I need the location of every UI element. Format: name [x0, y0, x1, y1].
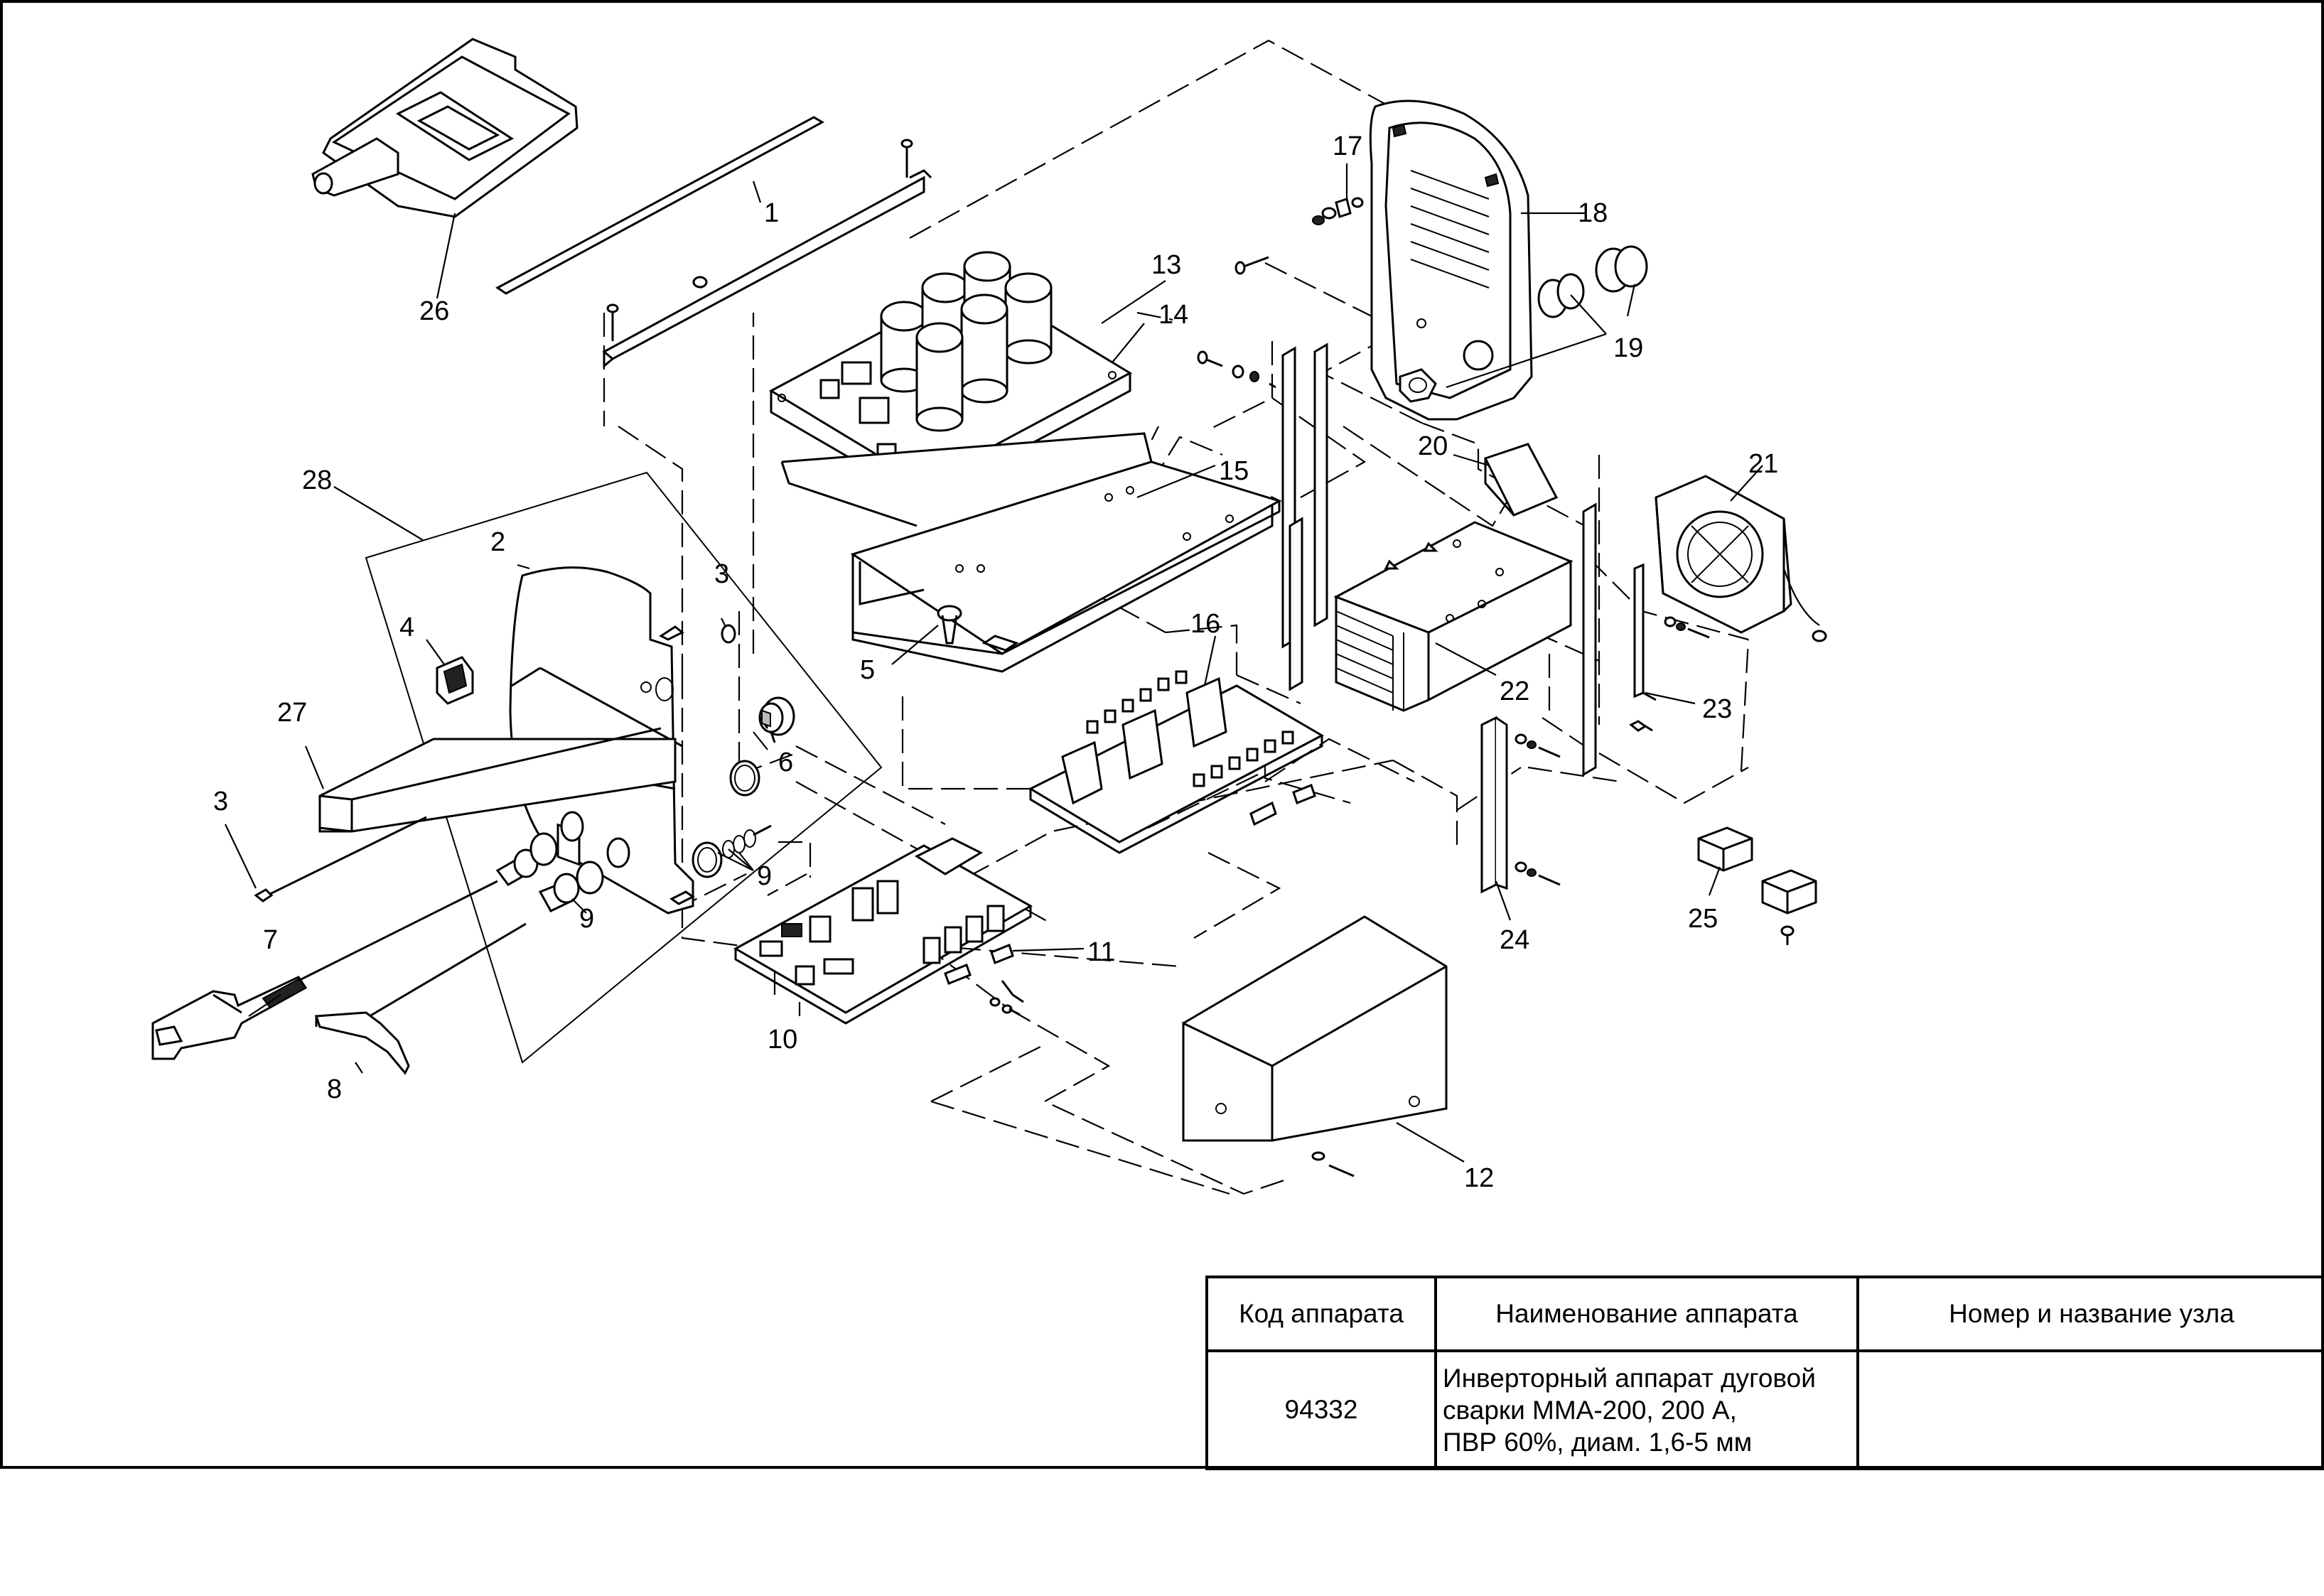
part-4-switch [436, 656, 474, 705]
part-20-bracket [1483, 443, 1559, 517]
part-13-14-capacitor-board [768, 251, 1133, 502]
callout-5: 5 [860, 655, 875, 685]
part-24-bracket [1480, 716, 1561, 894]
header-device-code: Код аппарата [1205, 1276, 1437, 1352]
callout-17: 17 [1333, 131, 1362, 161]
title-block: Код аппарата Наименование аппарата Номер… [1205, 1276, 2324, 1470]
callout-24: 24 [1500, 925, 1529, 955]
callout-9: 9 [757, 861, 772, 891]
part-10-control-board [733, 837, 1033, 1025]
callout-11: 11 [1087, 937, 1115, 967]
callout-19: 19 [1613, 333, 1643, 363]
vertical-brackets [1281, 343, 1597, 777]
callout-2: 2 [490, 527, 505, 557]
part-11-diodes [944, 944, 1024, 1016]
callout-9: 9 [579, 904, 594, 934]
callout-23: 23 [1702, 694, 1732, 724]
callout-12: 12 [1464, 1163, 1494, 1193]
leader-lines [225, 163, 1763, 1163]
part-23-fan-bracket [1629, 563, 1827, 732]
callout-27: 27 [277, 698, 307, 728]
callout-15: 15 [1219, 456, 1249, 486]
callout-18: 18 [1578, 198, 1608, 228]
part-12-cover [1182, 915, 1448, 1177]
device-name-value: Инверторный аппарат дуговой сварки ММА-2… [1434, 1349, 1859, 1470]
part-5-foot [937, 605, 962, 645]
header-device-name: Наименование аппарата [1434, 1276, 1859, 1352]
device-code-value: 94332 [1205, 1349, 1437, 1470]
part-17-terminal [1312, 197, 1364, 225]
part-16-power-board [1028, 670, 1325, 854]
part-6-potentiometer [729, 696, 795, 797]
part-19-glands [1399, 245, 1648, 403]
part-25-feet [1697, 826, 1817, 945]
screws-rear [1197, 256, 1276, 389]
callout-26: 26 [419, 296, 449, 326]
callout-28: 28 [302, 465, 332, 495]
callout-14: 14 [1158, 300, 1188, 330]
part-15-chassis-plate [780, 432, 1282, 673]
part-21-fan [1655, 475, 1820, 634]
callout-22: 22 [1500, 676, 1529, 706]
callout-6: 6 [778, 748, 793, 777]
unit-number-value [1856, 1349, 2324, 1470]
part-22-transformer [1333, 521, 1573, 712]
screws-top [606, 139, 913, 341]
header-unit-number: Номер и название узла [1856, 1276, 2324, 1352]
callout-21: 21 [1748, 449, 1778, 479]
part-26-handle-tray [311, 38, 579, 218]
callout-13: 13 [1151, 250, 1181, 280]
part-1-rail [495, 116, 932, 369]
callout-10: 10 [768, 1025, 797, 1055]
callout-8: 8 [327, 1074, 342, 1104]
callout-20: 20 [1418, 431, 1448, 461]
part-3-screws [254, 624, 736, 902]
callout-labels: 1 2 3 3 4 5 6 7 8 9 9 10 11 12 13 14 15 … [213, 131, 1778, 1193]
part-18-rear-panel [1369, 99, 1533, 421]
drawing-frame [0, 0, 2324, 1469]
part-9-sockets [692, 824, 772, 878]
callout-25: 25 [1688, 904, 1718, 934]
part-8-ground-clamp [314, 861, 604, 1075]
callout-3: 3 [714, 559, 729, 589]
callout-1: 1 [764, 198, 779, 228]
part-27-bracket [318, 727, 677, 833]
callout-3: 3 [213, 787, 228, 816]
part-7-electrode-holder [151, 832, 558, 1060]
callout-4: 4 [399, 613, 414, 642]
callout-7: 7 [263, 925, 278, 955]
callout-16: 16 [1190, 609, 1220, 639]
